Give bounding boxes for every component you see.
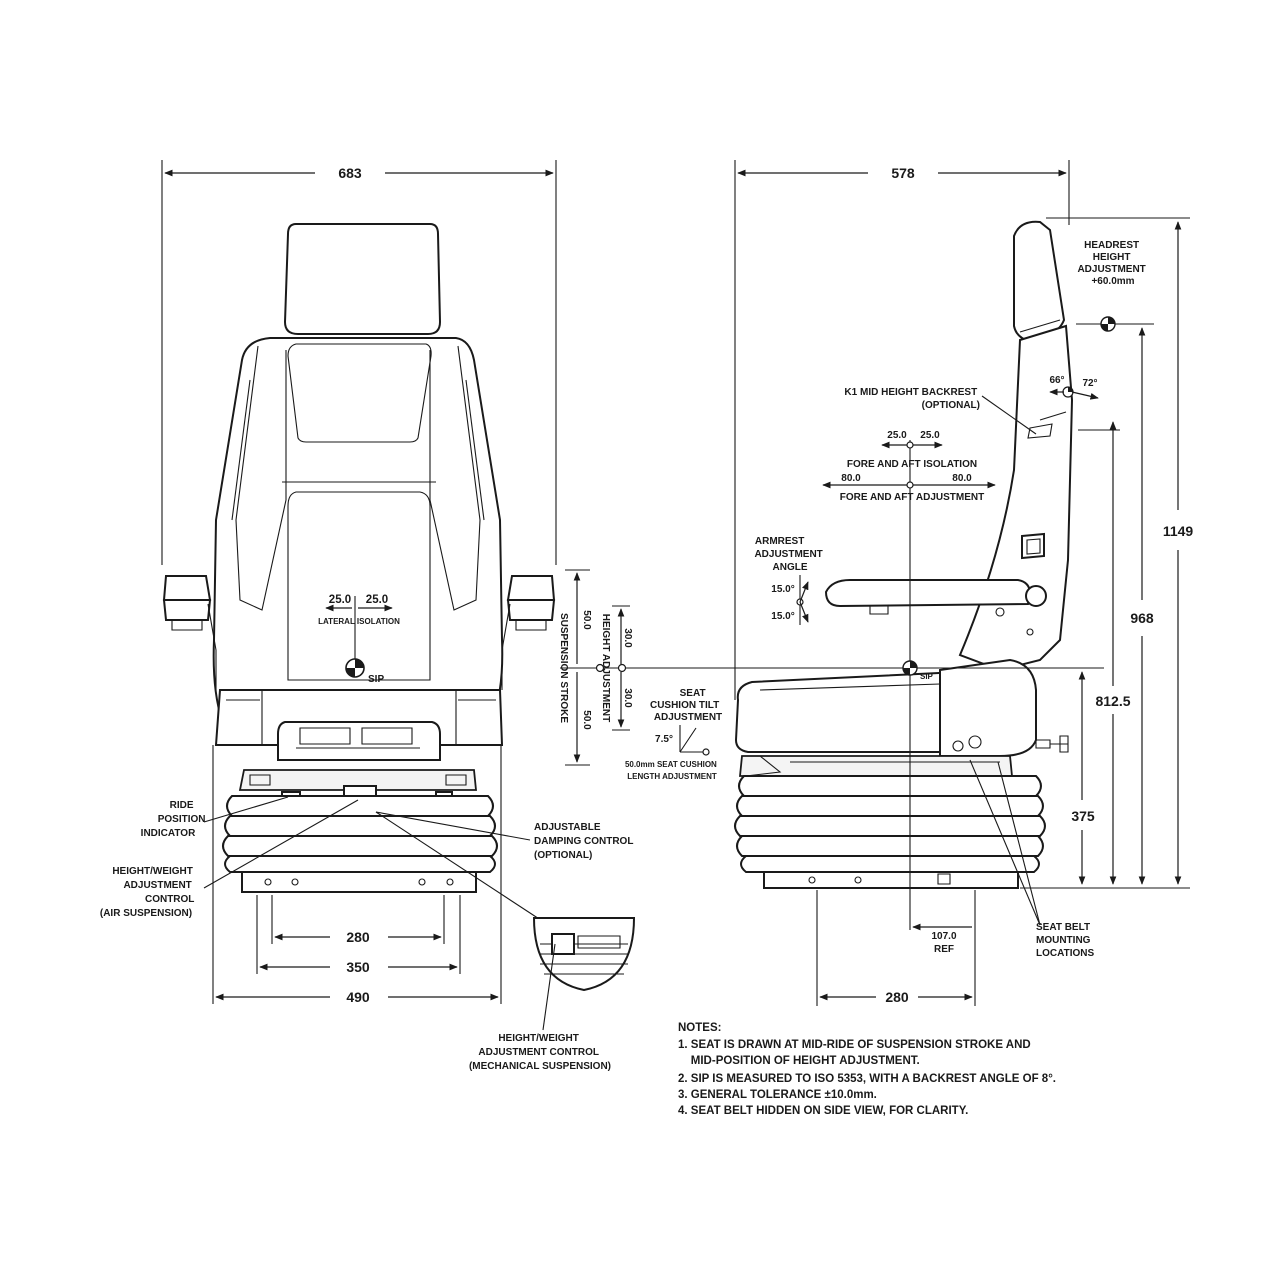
side-view: 578 — [625, 160, 1193, 1006]
notes-title: NOTES: — [678, 1022, 721, 1034]
note-1: 1. SEAT IS DRAWN AT MID-RIDE OF SUSPENSI… — [678, 1039, 1031, 1051]
backrest-angle-symbol — [1062, 386, 1074, 398]
front-sip-symbol — [345, 658, 365, 678]
svg-text:LATERAL ISOLATION: LATERAL ISOLATION — [318, 617, 400, 626]
svg-text:SIP: SIP — [920, 672, 934, 681]
svg-text:50.0: 50.0 — [581, 710, 592, 730]
side-base-plate — [763, 871, 1019, 889]
svg-text:72°: 72° — [1082, 378, 1097, 389]
front-base-plate — [241, 871, 477, 893]
svg-text:REF: REF — [934, 944, 954, 955]
svg-text:25.0: 25.0 — [887, 430, 907, 441]
front-view: 683 — [100, 160, 640, 1072]
front-base-280: 280 — [346, 929, 370, 945]
svg-text:25.0: 25.0 — [366, 594, 388, 606]
dim-812-5: 812.5 — [1095, 693, 1130, 709]
svg-text:50.0: 50.0 — [581, 610, 592, 630]
svg-text:FORE AND AFT ADJUSTMENT: FORE AND AFT ADJUSTMENT — [840, 492, 984, 503]
svg-text:7.5°: 7.5° — [655, 734, 673, 745]
ride-position-label: RIDE POSITION INDICATOR — [141, 800, 209, 839]
hw-mech-label: HEIGHT/WEIGHT ADJUSTMENT CONTROL (MECHAN… — [469, 1033, 611, 1072]
front-base-350: 350 — [346, 959, 370, 975]
svg-text:15.0°: 15.0° — [771, 611, 794, 622]
cushion-tilt-label: SEAT CUSHION TILT ADJUSTMENT — [650, 688, 722, 723]
cushion-length-label: 50.0mm SEAT CUSHION LENGTH ADJUSTMENT — [625, 760, 719, 781]
svg-text:15.0°: 15.0° — [771, 584, 794, 595]
note-4: 4. SEAT BELT HIDDEN ON SIDE VIEW, FOR CL… — [678, 1105, 968, 1117]
dim-375: 375 — [1071, 808, 1095, 824]
svg-text:25.0: 25.0 — [920, 430, 940, 441]
svg-text:HEIGHT ADJUSTMENT: HEIGHT ADJUSTMENT — [600, 614, 611, 723]
side-armrest — [824, 579, 1032, 608]
side-base-280: 280 — [885, 989, 909, 1005]
width-578: 578 — [891, 165, 915, 181]
side-sip-symbol — [902, 660, 918, 676]
svg-text:30.0: 30.0 — [622, 628, 633, 648]
svg-text:FORE AND AFT ISOLATION: FORE AND AFT ISOLATION — [847, 459, 977, 470]
front-headrest — [283, 223, 442, 335]
note-3: 3. GENERAL TOLERANCE ±10.0mm. — [678, 1089, 877, 1101]
width-683: 683 — [338, 165, 362, 181]
front-base-490: 490 — [346, 989, 370, 1005]
svg-text:SUSPENSION STROKE: SUSPENSION STROKE — [558, 613, 569, 723]
headrest-label: HEADREST HEIGHT ADJUSTMENT +60.0mm — [1077, 240, 1148, 287]
note-2: 2. SIP IS MEASURED TO ISO 5353, WITH A B… — [678, 1073, 1056, 1085]
svg-text:107.0: 107.0 — [931, 931, 956, 942]
hw-air-label: HEIGHT/WEIGHT ADJUSTMENT CONTROL (AIR SU… — [100, 866, 197, 919]
dim-968: 968 — [1130, 610, 1154, 626]
seat-belt-label: SEAT BELT MOUNTING LOCATIONS — [1036, 922, 1094, 959]
dim-1149: 1149 — [1163, 523, 1194, 539]
svg-text:SIP: SIP — [368, 674, 384, 685]
svg-text:80.0: 80.0 — [841, 473, 861, 484]
armrest-angle-label: ARMREST ADJUSTMENT ANGLE — [754, 536, 825, 573]
headrest-sip-symbol — [1100, 316, 1116, 332]
svg-text:30.0: 30.0 — [622, 688, 633, 708]
svg-text:25.0: 25.0 — [329, 594, 351, 606]
svg-text:80.0: 80.0 — [952, 473, 972, 484]
damping-label: ADJUSTABLE DAMPING CONTROL (OPTIONAL) — [534, 822, 636, 861]
k1-label: K1 MID HEIGHT BACKREST (OPTIONAL) — [844, 387, 980, 411]
side-headrest — [1013, 220, 1066, 342]
svg-text:66°: 66° — [1049, 375, 1064, 386]
note-1b: MID-POSITION OF HEIGHT ADJUSTMENT. — [678, 1055, 920, 1067]
notes: NOTES: 1. SEAT IS DRAWN AT MID-RIDE OF S… — [678, 1022, 1056, 1117]
